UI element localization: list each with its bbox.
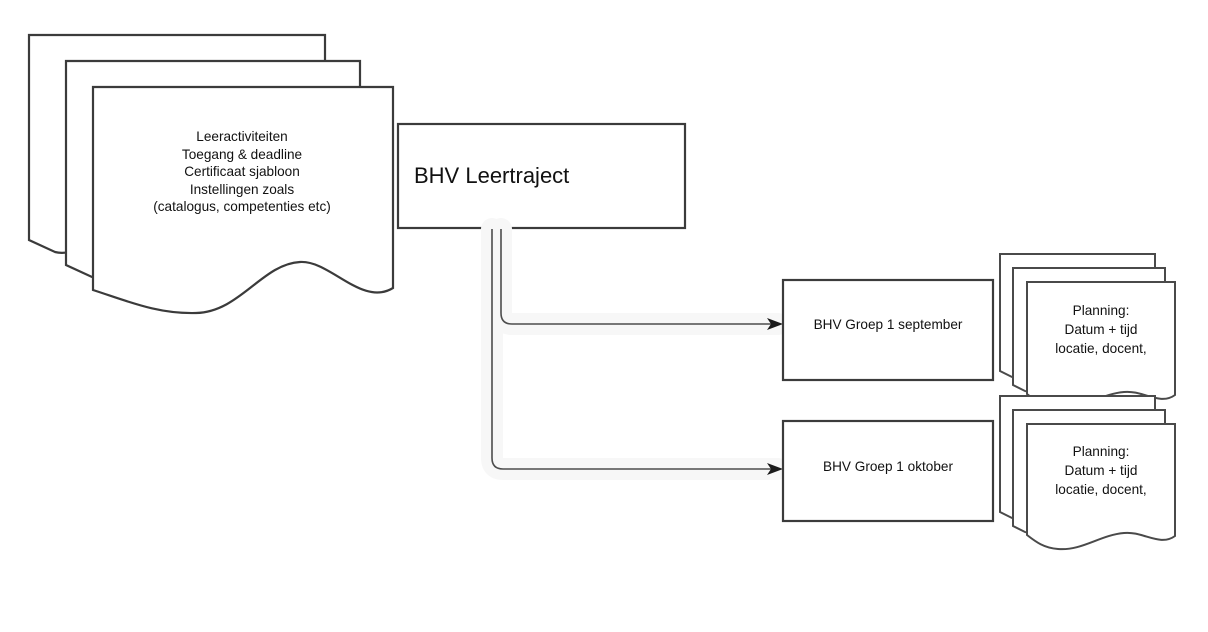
connector-arrowhead-oktober [767, 463, 783, 475]
leertraject-title: BHV Leertraject [414, 163, 570, 188]
connector-line-september [500, 229, 779, 325]
connector-line-oktober [491, 229, 779, 470]
groep-oktober-label: BHV Groep 1 oktober [823, 459, 953, 474]
connector-arrowhead-september [767, 318, 783, 330]
groep-september-box[interactable] [781, 278, 995, 382]
groep-september-label: BHV Groep 1 september [813, 317, 963, 332]
leertraject-box[interactable] [396, 122, 687, 230]
source-doc-text: Leeractiviteiten Toegang & deadline Cert… [153, 129, 331, 215]
groep-oktober-box[interactable] [781, 419, 995, 523]
planning-september-text: Planning: Datum + tijd locatie, docent, [1055, 303, 1147, 356]
connector-halo-oktober [481, 218, 789, 480]
source-doc-sheet-front [91, 85, 395, 315]
planning-oktober-text: Planning: Datum + tijd locatie, docent, [1055, 444, 1147, 497]
connector-halo-september [490, 218, 789, 335]
planning-oktober-sheet-front [1026, 423, 1176, 551]
